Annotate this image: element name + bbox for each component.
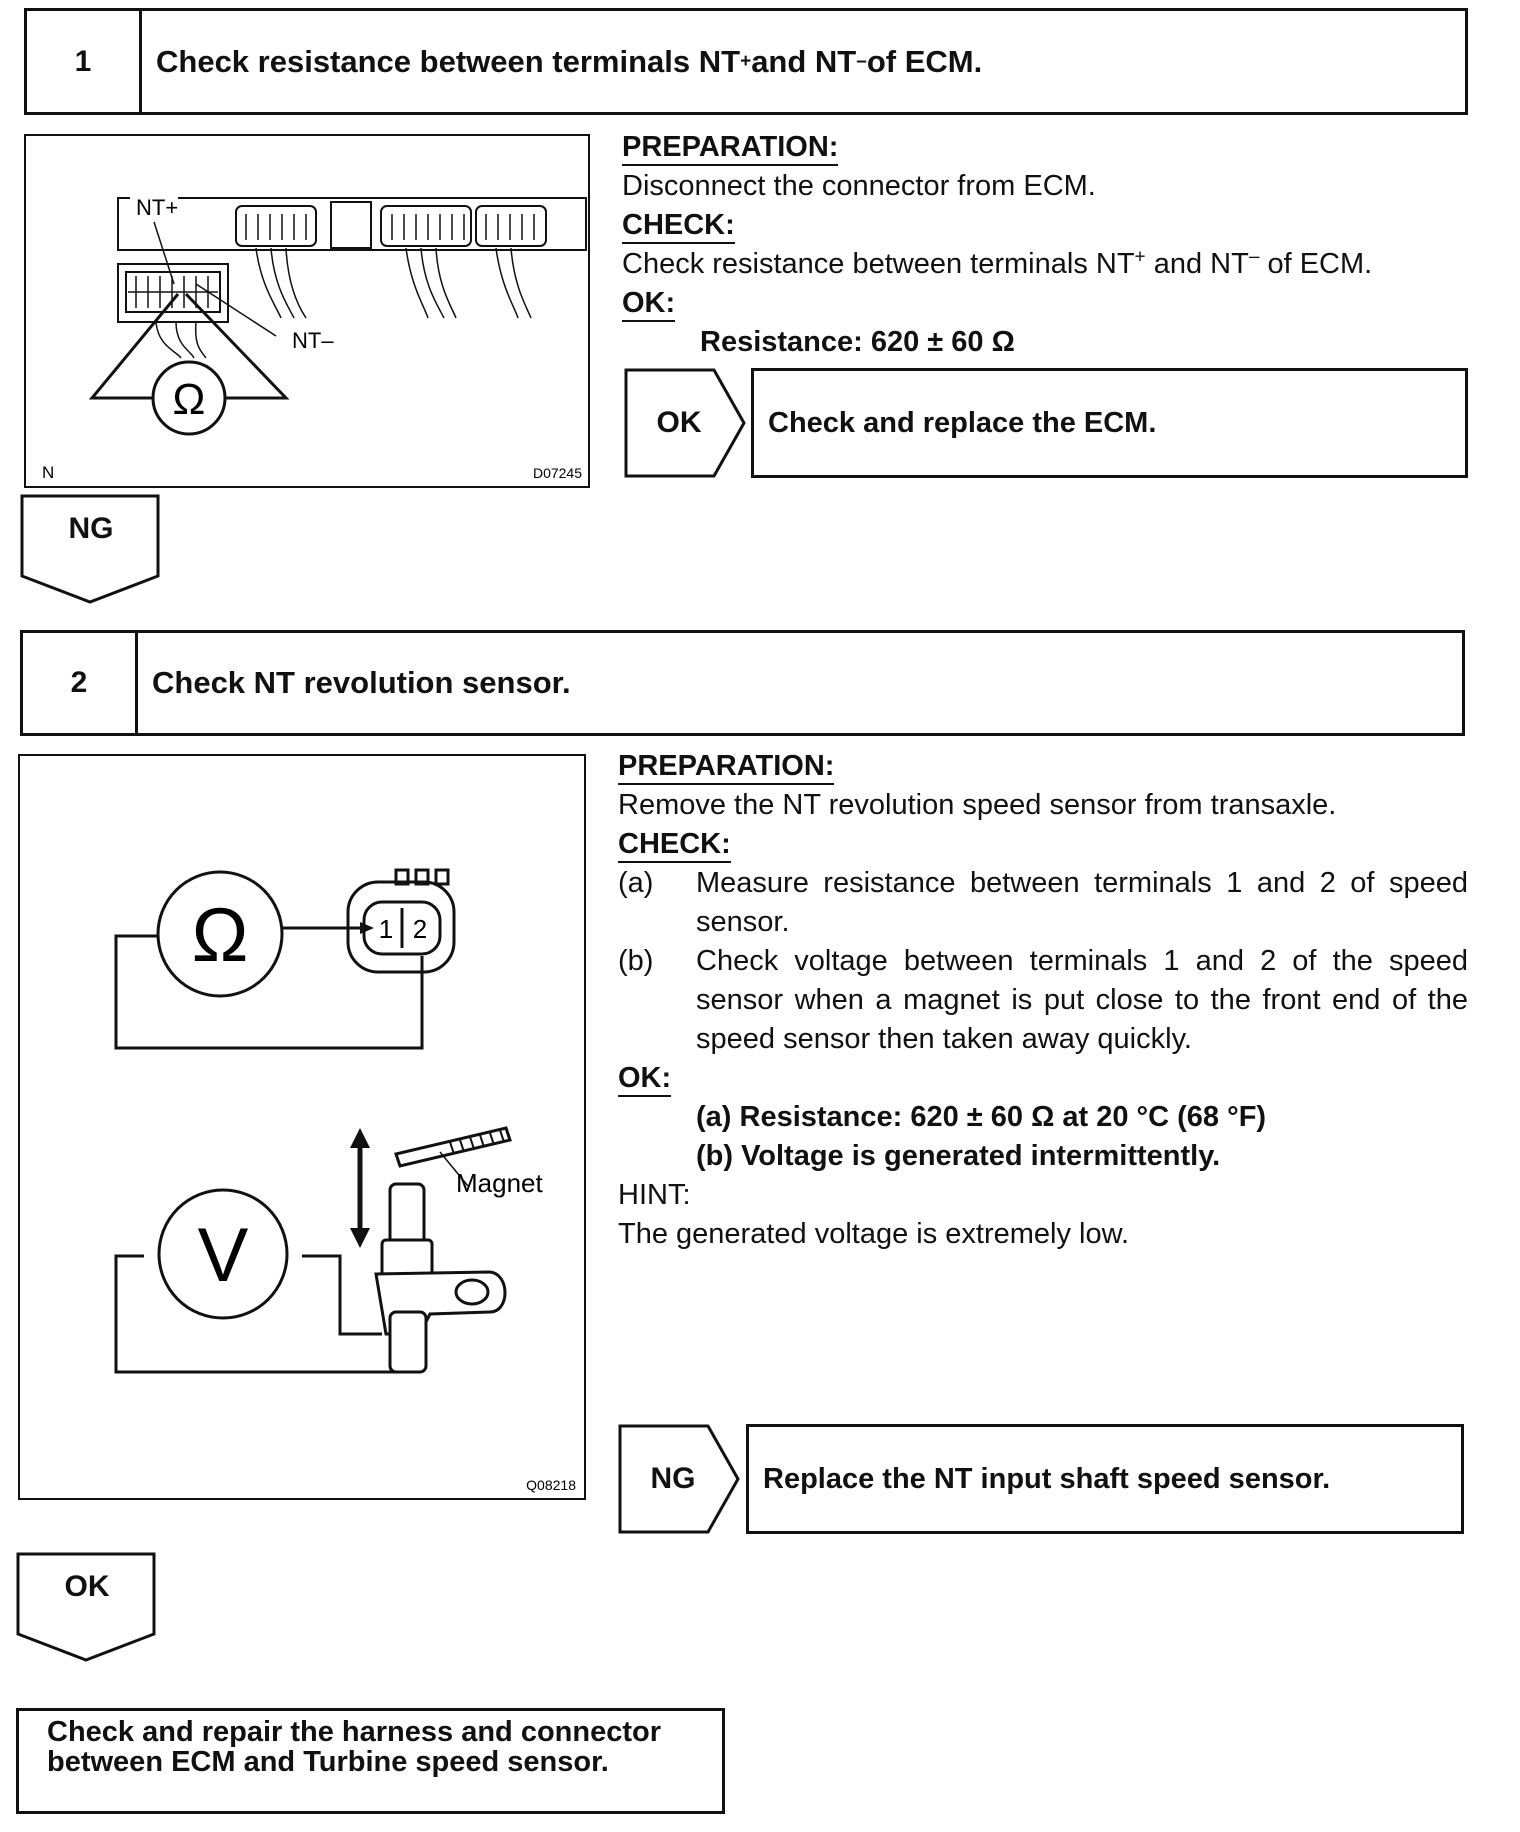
preparation-text: Disconnect the connector from ECM. (622, 170, 1096, 202)
ok-value-b: (b) Voltage is generated intermittently. (696, 1140, 1221, 1172)
hint-heading: HINT: (618, 1179, 691, 1211)
step-2-ng-branch-tag: NG (618, 1424, 744, 1534)
ohmmeter-icon (151, 360, 227, 436)
check-text: Check resistance between terminals NT+ a… (622, 246, 1373, 280)
step-2-ok-arrow: OK (16, 1552, 158, 1662)
ohm-symbol: Ω (173, 375, 206, 424)
preparation-text: Remove the NT revolution speed sensor fr… (618, 789, 1337, 821)
double-arrow-icon (350, 1128, 370, 1248)
magnet-icon (394, 1126, 512, 1187)
step-2-number: 2 (23, 633, 138, 733)
check-item-b: (b) Check voltage between terminals 1 an… (618, 945, 1468, 1055)
step-1-ng-arrow: NG (20, 494, 162, 604)
step-2-figure: Ω 1 2 V (18, 754, 586, 1500)
step-2-header: 2 Check NT revolution sensor. (20, 630, 1465, 736)
figure-code: Q08218 (526, 1477, 576, 1493)
step-1-number: 1 (27, 11, 142, 112)
ok-heading: OK: (622, 286, 676, 322)
step-2-instructions: PREPARATION: Remove the NT revolution sp… (618, 747, 1468, 1254)
ecm-connector-diagram: Ω NT+ NT– N D07245 (42, 194, 587, 482)
nt-plus-label: NT+ (136, 195, 178, 220)
ok-value-a: (a) Resistance: 620 ± 60 Ω at 20 °C (68 … (696, 1101, 1267, 1133)
volt-symbol: V (198, 1213, 249, 1298)
voltmeter-icon (157, 1188, 289, 1320)
step-1-ok-result: Check and replace the ECM. (751, 368, 1468, 478)
preparation-heading: PREPARATION: (622, 130, 839, 166)
step-1-title: Check resistance between terminals NT+ a… (156, 43, 983, 79)
magnet-label: Magnet (456, 1168, 543, 1198)
ok-arrow-label: OK (64, 1570, 110, 1603)
ng-branch-label: NG (650, 1462, 696, 1495)
final-action-box: Check and repair the harness and connect… (16, 1708, 725, 1814)
terminal-2-label: 2 (413, 914, 427, 944)
ok-heading: OK: (618, 1061, 672, 1097)
ok-branch-label: OK (656, 406, 702, 439)
ohmmeter-icon (156, 870, 284, 998)
ng-arrow-label: NG (68, 512, 114, 545)
ohm-symbol: Ω (192, 893, 249, 978)
step-1-instructions: PREPARATION: Disconnect the connector fr… (622, 128, 1468, 362)
hint-text: The generated voltage is extremely low. (618, 1218, 1129, 1250)
figure-code: D07245 (533, 465, 582, 481)
figure-corner-left: N (42, 463, 54, 482)
terminal-1-label: 1 (379, 914, 393, 944)
final-action-line-2: between ECM and Turbine speed sensor. (47, 1746, 609, 1778)
final-action-line-1: Check and repair the harness and connect… (47, 1716, 662, 1748)
step-2-title: Check NT revolution sensor. (152, 665, 571, 700)
speed-sensor-icon (374, 1182, 507, 1374)
step-2-ng-result: Replace the NT input shaft speed sensor. (746, 1424, 1464, 1534)
speed-sensor-test-diagram: Ω 1 2 V (114, 868, 576, 1493)
ok-resistance-value: Resistance: 620 ± 60 Ω (700, 326, 1015, 358)
check-item-a: (a) Measure resistance between terminals… (618, 867, 1468, 938)
check-heading: CHECK: (622, 208, 735, 244)
nt-minus-label: NT– (292, 328, 334, 353)
step-1-ok-branch-tag: OK (624, 368, 750, 478)
preparation-heading: PREPARATION: (618, 749, 835, 785)
step-1-figure: Ω NT+ NT– N D07245 (24, 134, 590, 488)
check-heading: CHECK: (618, 827, 731, 863)
step-1-header: 1 Check resistance between terminals NT+… (24, 8, 1468, 115)
